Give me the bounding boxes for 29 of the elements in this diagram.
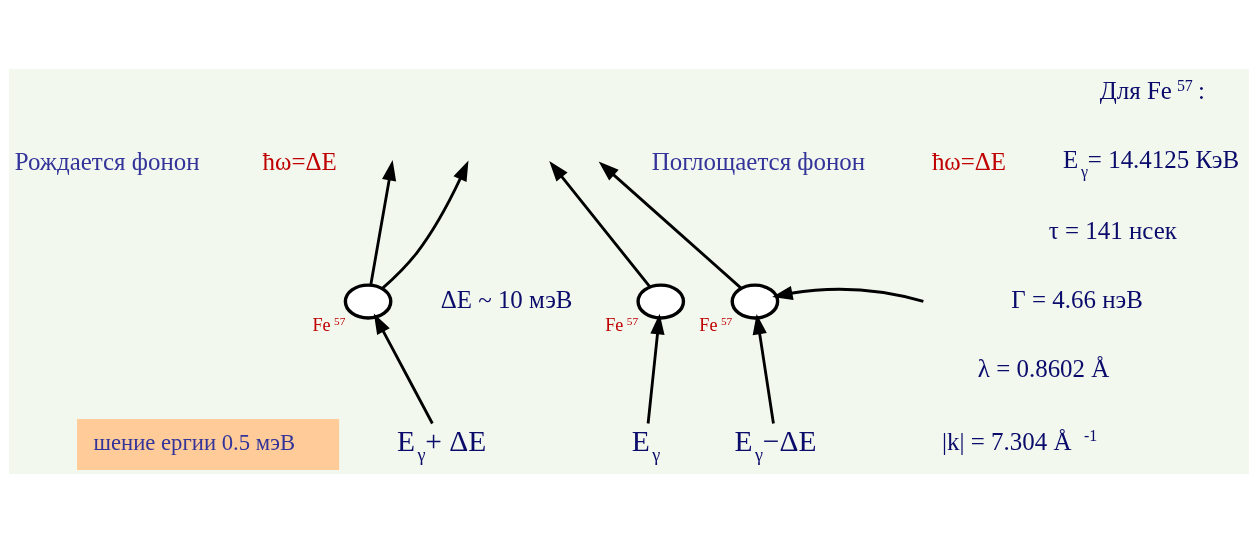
node-circle bbox=[343, 283, 393, 320]
node-box: шение ергии 0.5 мэВ bbox=[77, 419, 340, 471]
node-circle bbox=[730, 283, 780, 320]
node-label: Fe$^{57}$ bbox=[699, 315, 733, 336]
arrow bbox=[646, 313, 665, 424]
arrow bbox=[381, 160, 469, 290]
label: Для Fe$^{57}$ : bbox=[1099, 76, 1205, 105]
node-text: E$_{γ}$+ ΔE bbox=[397, 424, 487, 465]
node-text: E$_{γ}$−ΔE bbox=[734, 424, 817, 465]
node-label: Fe$^{57}$ bbox=[605, 315, 639, 336]
label: Поглощается фонон bbox=[651, 147, 866, 175]
node-label: Fe$^{57}$ bbox=[312, 315, 346, 336]
label: E$_{γ}$= 14.4125 КэВ bbox=[1062, 146, 1240, 180]
label: Γ = 4.66 нэВ bbox=[1011, 285, 1143, 313]
arrow bbox=[373, 313, 434, 425]
arrow bbox=[752, 313, 775, 424]
arrow bbox=[772, 286, 924, 303]
label: ħω=ΔE bbox=[931, 147, 1007, 175]
label: Рождается фонон bbox=[14, 147, 200, 175]
label: τ = 141 нсек bbox=[1048, 216, 1177, 244]
label: λ = 0.8602 Å bbox=[977, 355, 1110, 383]
node-circle bbox=[636, 283, 686, 320]
label: ħω=ΔE bbox=[262, 147, 337, 175]
arrow bbox=[598, 161, 743, 290]
label: |k| = 7.304 Å$^{-1}$ bbox=[942, 427, 1098, 455]
arrow bbox=[369, 160, 397, 286]
arrow bbox=[549, 161, 652, 288]
label: ΔE ~ 10 мэВ bbox=[440, 285, 573, 313]
node-text: E$_{γ}$ bbox=[631, 424, 661, 465]
